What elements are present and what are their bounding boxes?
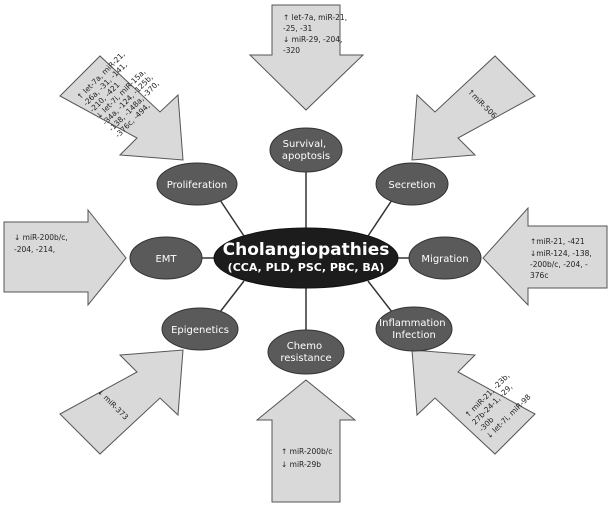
arrow-migration [482, 206, 608, 307]
arrow-text-emt: ↓ miR-200b/c, -204, -214, [14, 233, 70, 254]
svg-text:Survival, apoptosis: Survival, apoptosis [282, 139, 330, 162]
arrow-proliferation [59, 55, 184, 161]
center-node: Cholangiopathies (CCA, PLD, PSC, PBC, BA… [213, 227, 399, 289]
svg-text:Migration: Migration [421, 254, 468, 265]
svg-text:Proliferation: Proliferation [167, 180, 228, 191]
arrow-text-survival: ↑ let-7a, miR-21, -25, -31 ↓ miR-29, -20… [283, 13, 349, 55]
arrow-secretion [411, 55, 536, 161]
node-migration: Migration [408, 236, 482, 280]
node-epigenetics: Epigenetics [161, 307, 239, 351]
svg-text:Secretion: Secretion [388, 180, 435, 191]
connector-secretion [367, 199, 393, 237]
connector-inflammation [367, 280, 393, 313]
arrow-emt [3, 208, 127, 307]
arrow-text-migration: ↑miR-21, -421 ↓miR-124, -138, -200b/c, -… [530, 237, 594, 280]
arrow-text-chemo: ↑ miR-200b/c ↓ miR-29b [281, 447, 335, 469]
node-inflammation: Inflammation Infection [375, 306, 453, 352]
connector-epigenetics [219, 280, 245, 313]
node-proliferation: Proliferation [156, 162, 238, 206]
svg-text:EMT: EMT [155, 254, 177, 265]
node-secretion: Secretion [375, 162, 449, 206]
arrow-epigenetics [59, 349, 184, 455]
arrow-chemo [255, 379, 357, 503]
svg-text:Chemo resistance: Chemo resistance [280, 341, 331, 364]
node-emt: EMT [129, 236, 203, 280]
node-survival: Survival, apoptosis [269, 127, 343, 173]
svg-text:Epigenetics: Epigenetics [171, 325, 229, 336]
center-subtitle: (CCA, PLD, PSC, PBC, BA) [228, 261, 385, 274]
center-title: Cholangiopathies [223, 240, 390, 260]
svg-text:Inflammation Infection: Inflammation Infection [379, 318, 449, 341]
connector-proliferation [219, 199, 245, 237]
connectors [200, 170, 412, 330]
node-chemo: Chemo resistance [267, 329, 345, 375]
arrow-inflammation [411, 349, 536, 455]
arrow-survival [248, 4, 365, 111]
